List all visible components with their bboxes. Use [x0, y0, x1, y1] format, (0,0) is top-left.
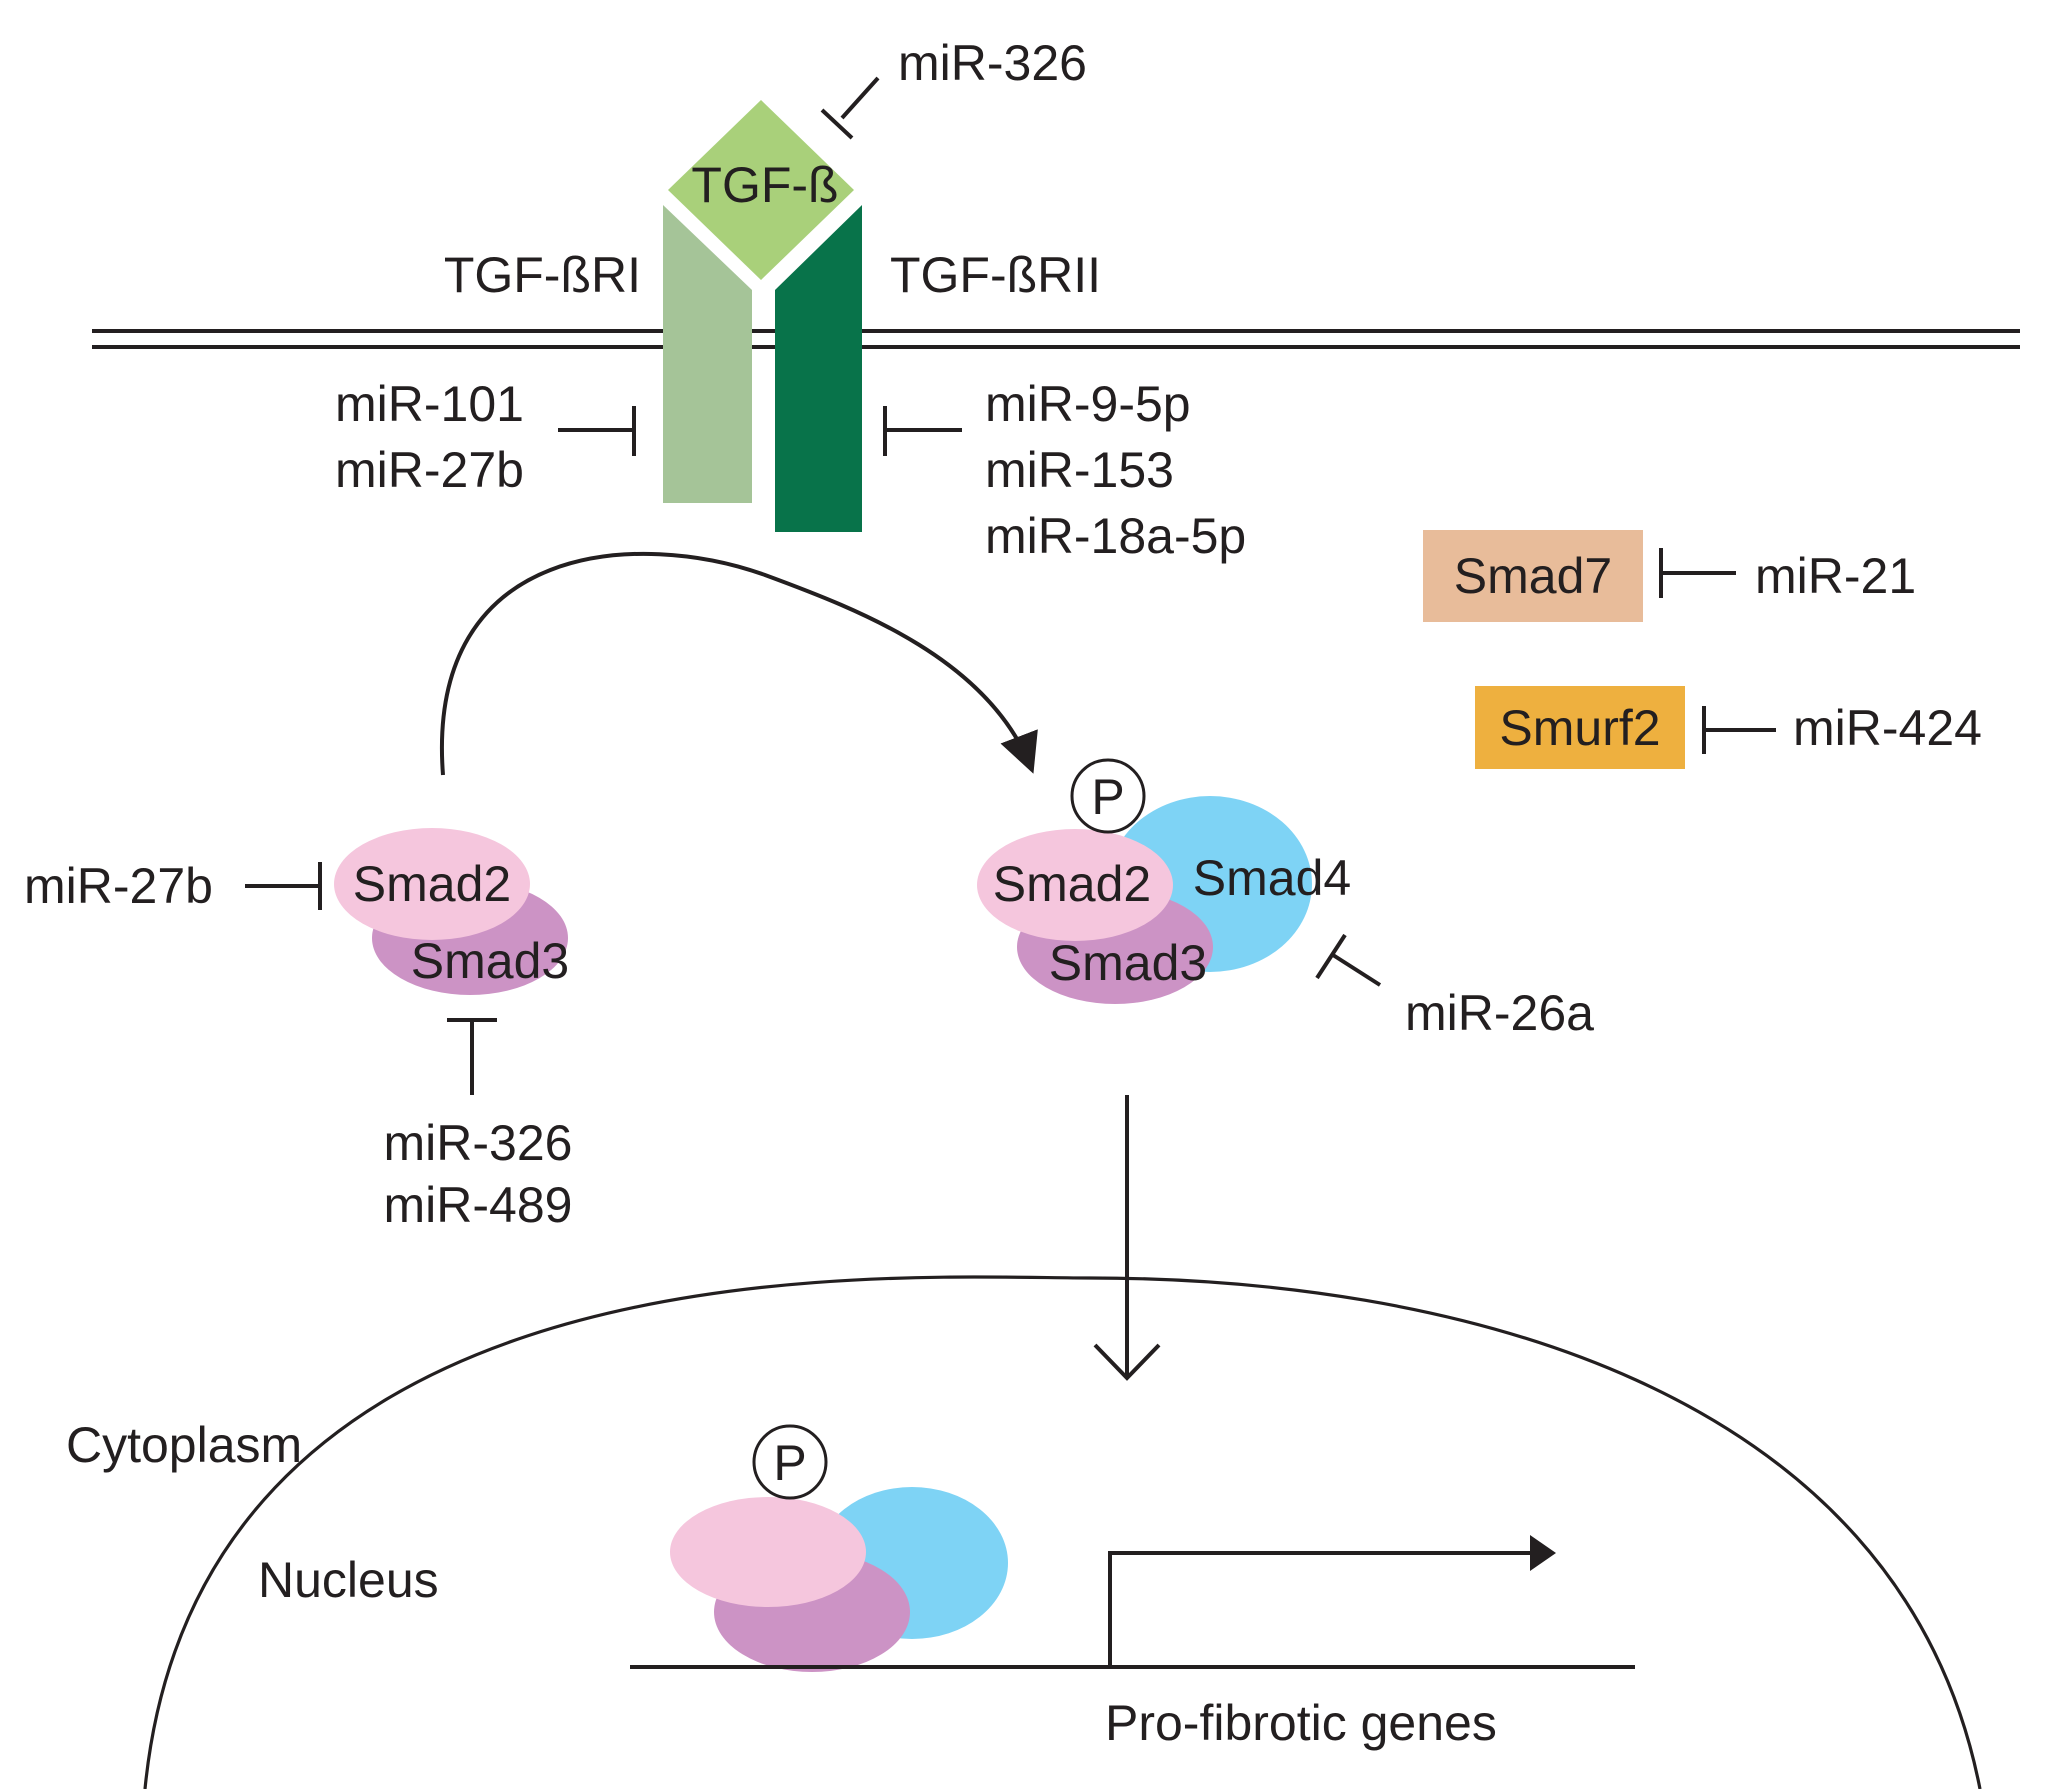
mir-9-5p-label: miR-9-5p: [985, 376, 1191, 432]
smad3-right-label: Smad3: [1049, 935, 1207, 991]
tgf-beta-receptor-1: [663, 205, 752, 503]
mir-27b-smad2-label: miR-27b: [24, 858, 213, 914]
r2-inhibition: [883, 406, 962, 456]
smad7-label: Smad7: [1454, 548, 1612, 604]
cell-membrane: [92, 329, 2020, 349]
smad2-right-label: Smad2: [993, 856, 1151, 912]
mir-27b-r1-label: miR-27b: [335, 442, 524, 498]
phosphorylation-arrow: [439, 551, 1038, 776]
receptor-2-label: TGF-ßRII: [890, 247, 1101, 303]
smad2-left-label: Smad2: [353, 856, 511, 912]
tgf-beta-ligand: [668, 100, 854, 280]
smurf2-box: [1475, 686, 1685, 769]
smurf2-inhibition: [1702, 706, 1776, 754]
phospho-label-nuclear: P: [773, 1435, 806, 1491]
mir-489-label: miR-489: [384, 1177, 573, 1233]
ligand-inhibition: [820, 76, 880, 140]
transcription-arrow: [1108, 1535, 1556, 1667]
phospho-circle-nuclear: [752, 1424, 828, 1500]
smad2-left: [334, 828, 530, 940]
mir-326-ligand-label: miR-326: [898, 35, 1087, 91]
receptor-1-label: TGF-ßRI: [444, 247, 641, 303]
mir-26a-label: miR-26a: [1405, 985, 1594, 1041]
tgf-beta-label: TGF-ß: [691, 157, 838, 213]
smad3-inhibition: [447, 1018, 497, 1095]
tgf-beta-receptor-2: [775, 205, 862, 532]
nuclear-envelope: [143, 1275, 1982, 1789]
smurf2-label: Smurf2: [1499, 700, 1660, 756]
smad7-box: [1423, 530, 1643, 622]
pro-fibrotic-genes-label: Pro-fibrotic genes: [1105, 1695, 1497, 1751]
phospho-circle-right: [1070, 758, 1146, 834]
mir-101-label: miR-101: [335, 376, 524, 432]
smad2-right: [977, 829, 1173, 941]
smad4-inhibition: [1315, 933, 1382, 987]
smad4-right-label: Smad4: [1193, 850, 1351, 906]
mir-153-label: miR-153: [985, 442, 1174, 498]
mir-18a-5p-label: miR-18a-5p: [985, 508, 1246, 564]
r1-inhibition: [558, 406, 636, 456]
translocation-arrow: [1093, 1095, 1161, 1381]
smad2-inhibition: [245, 862, 322, 910]
nucleus-label: Nucleus: [258, 1552, 439, 1608]
smad7-inhibition: [1659, 548, 1736, 598]
mir-21-label: miR-21: [1755, 548, 1916, 604]
mir-326-smad3-label: miR-326: [384, 1115, 573, 1171]
smad3-left-label: Smad3: [411, 933, 569, 989]
smad2-nuclear: [670, 1497, 866, 1607]
phospho-label-right: P: [1091, 769, 1124, 825]
cytoplasm-label: Cytoplasm: [66, 1417, 302, 1473]
mir-424-label: miR-424: [1793, 700, 1982, 756]
